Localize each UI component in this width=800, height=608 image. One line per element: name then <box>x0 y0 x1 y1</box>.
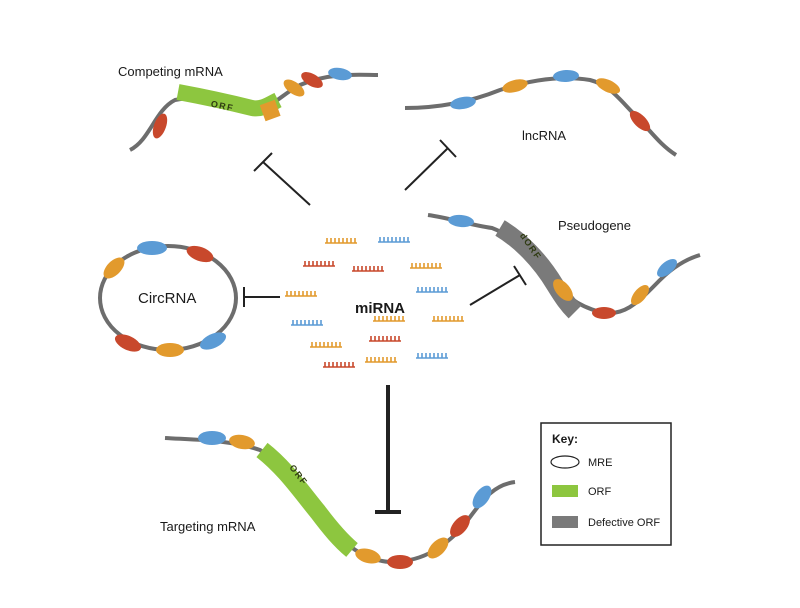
key-defective-orf-label: Defective ORF <box>588 517 660 529</box>
lncrna <box>404 69 678 157</box>
mre-icon <box>553 279 573 301</box>
mirna-molecule-icon <box>303 261 335 267</box>
circrna-label: CircRNA <box>138 290 196 307</box>
mre-icon <box>355 548 381 564</box>
inhibit-pseudogene <box>469 265 527 306</box>
lncrna-label: lncRNA <box>522 128 566 143</box>
mre-icon <box>186 245 214 263</box>
mirna-molecule-icon <box>369 336 401 342</box>
key-title: Key: <box>552 432 578 446</box>
mirna-molecule-icon <box>416 353 448 359</box>
mre-icon <box>629 110 651 132</box>
targeting-mrna: ORF <box>164 431 516 569</box>
mre-icon <box>450 96 476 110</box>
key-box: Key: MRE ORF Defective ORF <box>540 422 672 546</box>
mre-icon <box>631 285 649 305</box>
mre-icon <box>387 555 413 569</box>
mre-icon <box>199 332 227 350</box>
mirna-molecule-icon <box>373 316 405 322</box>
mirna-cluster <box>285 237 464 368</box>
mirna-molecule-icon <box>310 342 342 348</box>
mre-icon <box>502 79 528 93</box>
key-orf-label: ORF <box>588 486 612 498</box>
mre-icon <box>198 431 226 445</box>
competing-mrna-orf-tail <box>259 99 281 122</box>
mirna-molecule-icon <box>378 237 410 243</box>
mirna-molecule-icon <box>410 263 442 269</box>
inhibit-circrna <box>243 287 280 307</box>
mirna-molecule-icon <box>352 266 384 272</box>
mre-icon <box>103 257 125 279</box>
mre-icon <box>448 214 474 228</box>
inhibit-lncrna <box>404 139 457 191</box>
inhibit-targeting <box>375 385 401 514</box>
mre-icon <box>301 72 323 88</box>
mirna-molecule-icon <box>285 291 317 297</box>
circrna <box>98 241 238 357</box>
competing-mrna: ORF <box>128 67 379 152</box>
targeting-mrna-label: Targeting mRNA <box>160 519 256 534</box>
pseudogene: dORF <box>427 213 701 319</box>
inhibition-bars <box>243 139 527 514</box>
mirna-molecule-icon <box>323 362 355 368</box>
mre-icon <box>229 434 255 450</box>
mirna-molecule-icon <box>325 238 357 244</box>
targeting-mrna-orf-box <box>256 442 358 557</box>
pseudogene-label: Pseudogene <box>558 218 631 233</box>
mirna-molecule-icon <box>365 357 397 363</box>
mre-icon <box>152 113 168 139</box>
mre-icon <box>553 69 579 83</box>
mre-icon <box>137 241 167 255</box>
inhibit-competing <box>253 152 311 206</box>
mirna-label: miRNA <box>355 300 405 317</box>
mre-icon <box>595 78 621 94</box>
mre-icon <box>114 334 142 352</box>
key-defective-orf-symbol <box>552 516 578 528</box>
mre-icon <box>592 307 616 319</box>
mre-icon <box>283 79 305 97</box>
competing-mrna-orf-label: ORF <box>210 99 235 114</box>
key-mre-symbol <box>550 455 580 469</box>
competing-mrna-label: Competing mRNA <box>118 64 223 79</box>
mre-icon <box>328 67 352 81</box>
key-orf-symbol <box>552 485 578 497</box>
mirna-molecule-icon <box>291 320 323 326</box>
mirna-molecule-icon <box>432 316 464 322</box>
key-mre-label: MRE <box>588 457 612 469</box>
mirna-molecule-icon <box>416 287 448 293</box>
mre-icon <box>657 259 677 277</box>
mre-icon <box>472 485 492 509</box>
mre-icon <box>156 343 184 357</box>
mre-icon <box>450 515 470 537</box>
mre-icon <box>427 537 449 559</box>
